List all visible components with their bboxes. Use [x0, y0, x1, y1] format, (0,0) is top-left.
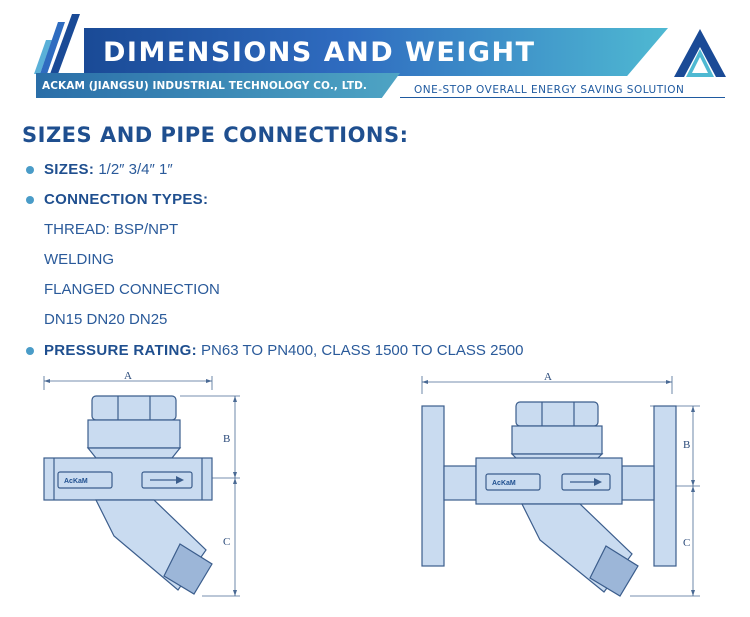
connection-types-line: CONNECTION TYPES: [44, 189, 208, 211]
connection-types-label: CONNECTION TYPES: [44, 191, 209, 208]
connection-item: DN15 DN20 DN25 [44, 311, 168, 328]
dim-c-label: C [223, 536, 230, 548]
dim-c-label: C [683, 537, 690, 549]
dim-a-label: A [544, 371, 552, 383]
pressure-label: PRESSURE RATING: [44, 342, 197, 359]
dim-b-label: B [683, 439, 690, 451]
tagline: ONE-STOP OVERALL ENERGY SAVING SOLUTION [414, 84, 685, 96]
tagline-underline [400, 97, 725, 98]
header-banner: DIMENSIONS AND WEIGHT ACKAM (JIANGSU) IN… [0, 0, 750, 110]
title-bar [84, 28, 668, 76]
bullet-dot [26, 166, 34, 174]
bullet-dot [26, 347, 34, 355]
section-heading: SIZES AND PIPE CONNECTIONS: [22, 123, 409, 147]
threaded-trap-drawing: A B C AcKaM [43, 370, 240, 597]
company-name: ACKAM (JIANGSU) INDUSTRIAL TECHNOLOGY CO… [42, 80, 367, 92]
dim-b-label: B [223, 433, 230, 445]
dim-a-label: A [124, 370, 132, 382]
decorative-slashes [34, 14, 80, 74]
sizes-value: 1/2″ 3/4″ 1″ [98, 161, 173, 178]
connection-item: THREAD: BSP/NPT [44, 221, 179, 238]
bullet-dot [26, 196, 34, 204]
company-logo-icon [674, 29, 726, 77]
sizes-label: SIZES: [44, 161, 95, 178]
banner-title: DIMENSIONS AND WEIGHT [103, 37, 536, 68]
pressure-line: PRESSURE RATING: PN63 TO PN400, CLASS 15… [44, 340, 523, 362]
flanged-trap-drawing: A B C AcKaM [421, 371, 700, 597]
connection-item: WELDING [44, 251, 115, 268]
connection-item: FLANGED CONNECTION [44, 281, 220, 298]
sizes-line: SIZES: 1/2″ 3/4″ 1″ [44, 159, 173, 181]
brand-badge: AcKaM [64, 478, 88, 485]
brand-badge: AcKaM [492, 480, 516, 487]
company-bar [36, 73, 400, 98]
pressure-value: PN63 TO PN400, CLASS 1500 TO CLASS 2500 [201, 342, 524, 359]
